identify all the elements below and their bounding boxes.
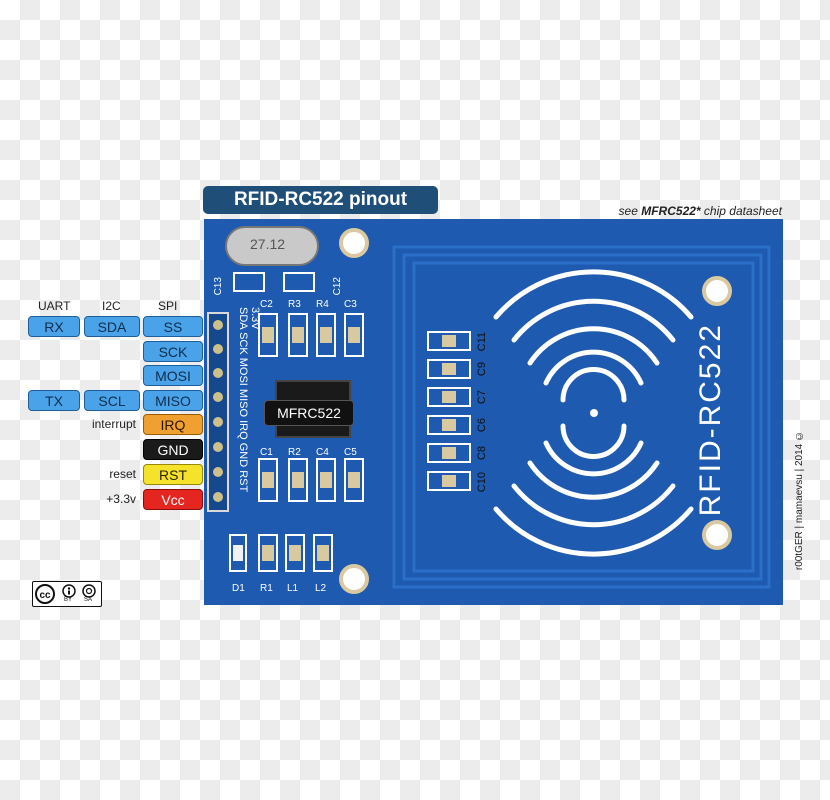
header-uart: UART bbox=[38, 299, 71, 313]
pin-gnd: GND bbox=[143, 439, 203, 460]
pin-spi-mosi: MOSI bbox=[143, 365, 203, 386]
pin-i2c-sda: SDA bbox=[84, 316, 140, 337]
pin-i2c-scl: SCL bbox=[84, 390, 140, 411]
pin-irq: IRQ bbox=[143, 414, 203, 435]
antenna-label: RFID-RC522 bbox=[694, 323, 727, 517]
cc-sa-label: SA bbox=[84, 597, 93, 603]
crystal-cap-c13: C13 bbox=[213, 277, 224, 296]
antenna-trace-inner bbox=[412, 261, 755, 573]
pin-spi-sck: SCK bbox=[143, 341, 203, 362]
crystal-cap-c12: C12 bbox=[332, 277, 343, 296]
pin-vcc: Vcc bbox=[143, 489, 203, 510]
pin-rst: RST bbox=[143, 464, 203, 485]
header-silkscreen: SDA SCK MOSI MISO IRQ GND RST 3.3V bbox=[237, 307, 261, 492]
diagram-title: RFID-RC522 pinout bbox=[203, 186, 438, 214]
wireless-icon bbox=[493, 269, 694, 557]
pin-header bbox=[207, 312, 229, 512]
pin-spi-miso: MISO bbox=[143, 390, 203, 411]
mount-hole-right bbox=[702, 276, 732, 306]
pin-spi-ss: SS bbox=[143, 316, 203, 337]
desc-interrupt: interrupt bbox=[91, 417, 136, 431]
crystal-label: 27.12 bbox=[250, 236, 286, 252]
chip-label: MFRC522 bbox=[264, 400, 354, 426]
header-i2c: I2C bbox=[102, 299, 121, 313]
svg-text:cc: cc bbox=[39, 590, 51, 601]
pin-uart-tx: TX bbox=[28, 390, 80, 411]
datasheet-note: see MFRC522* chip datasheet bbox=[618, 204, 782, 218]
desc-3v3: +3.3v bbox=[106, 492, 136, 506]
pin-uart-rx: RX bbox=[28, 316, 80, 337]
cc-icons: cc bbox=[35, 584, 96, 604]
antenna-trace-middle bbox=[402, 253, 763, 581]
mount-hole-top-left bbox=[339, 228, 369, 258]
antenna-trace-outer bbox=[392, 245, 771, 589]
mount-hole-bottom-left bbox=[339, 564, 369, 594]
cc-by-label: BY bbox=[64, 597, 73, 603]
desc-reset: reset bbox=[109, 467, 136, 481]
header-spi: SPI bbox=[158, 299, 178, 313]
cc-license-badge: cc BY SA bbox=[32, 581, 102, 607]
mount-hole-right-bottom bbox=[702, 520, 732, 550]
board-artwork bbox=[207, 226, 771, 594]
credit-text: r00tGER | mamaevsu | 2014 © bbox=[794, 430, 805, 571]
pin-header-pins bbox=[213, 320, 223, 502]
crystal bbox=[225, 226, 319, 266]
